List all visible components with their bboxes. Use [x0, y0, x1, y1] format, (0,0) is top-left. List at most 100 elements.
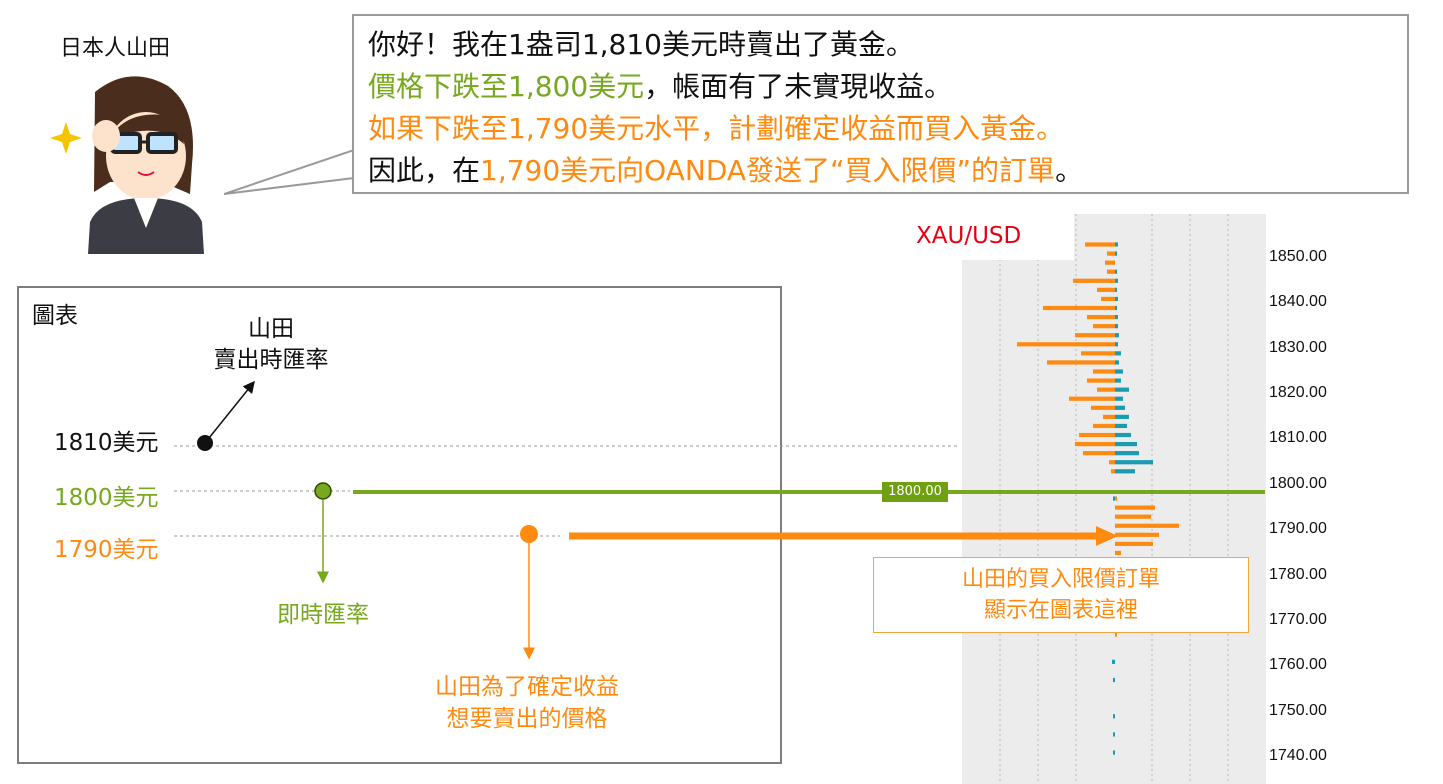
level-1800-label: 1800美元 [54, 485, 159, 511]
speaker-name: 日本人山田 [60, 36, 171, 61]
level-1810-label: 1810美元 [54, 430, 159, 456]
orderbook-bar-right [1115, 514, 1151, 519]
orderbook-title: XAU/USD [916, 223, 1022, 249]
orderbook-bar-right [1115, 523, 1179, 528]
spot-rate-dot [314, 482, 332, 500]
orderbook-bar-right [1115, 541, 1153, 546]
orderbook-bar-right [1115, 251, 1117, 256]
orderbook-bar-left [1093, 423, 1115, 429]
callout-line1: 山田的買入限價訂單 [961, 567, 1160, 592]
sell-rate-arrow [204, 380, 255, 444]
target-price-dot [520, 525, 538, 543]
orderbook-bar-right [1115, 505, 1155, 510]
orderbook-bar-right [1115, 469, 1135, 474]
price-tick: 1850.00 [1269, 248, 1327, 265]
orderbook-bar-right [1115, 441, 1137, 447]
orderbook-bar-left [1073, 278, 1115, 283]
orderbook-histogram [1017, 242, 1179, 755]
orderbook-bar-left [1113, 714, 1115, 719]
orderbook-bar-left [1112, 659, 1115, 664]
orderbook-bar-right [1115, 387, 1129, 392]
sell-rate-label: 山田 賣出時匯率 [186, 314, 356, 376]
orderbook-bar-right [1115, 342, 1118, 347]
orderbook-bar-left [1109, 460, 1115, 465]
orderbook-bar-left [1087, 314, 1115, 320]
price-tick: 1770.00 [1269, 610, 1327, 628]
current-price-tag: 1800.00 [882, 482, 948, 502]
orderbook-bar-right [1115, 414, 1129, 419]
orderbook-title-mask [962, 214, 1074, 260]
speaker-avatar [50, 76, 204, 254]
target-price-label-line2: 想要賣出的價格 [446, 706, 608, 732]
buy-limit-arrowhead [1096, 526, 1118, 546]
orderbook-bar-left [1113, 750, 1115, 755]
orderbook-bar-left [1085, 242, 1115, 247]
orderbook-bar-left [1113, 496, 1115, 501]
orderbook-bar-right [1115, 351, 1121, 356]
bubble-line-4-highlight: 1,790美元向OANDA發送了“買入限價”的訂單 [480, 154, 1056, 187]
price-tick: 1760.00 [1269, 656, 1327, 674]
orderbook-bar-right [1115, 305, 1117, 311]
bubble-line-4-start: 因此，在 [368, 154, 481, 187]
orderbook-bar-right [1115, 405, 1125, 410]
level-1790-label: 1790美元 [54, 537, 159, 563]
orderbook-bar-left [1043, 305, 1115, 311]
bubble-line-2-highlight: 價格下跌至1,800美元 [368, 70, 645, 103]
buy-limit-callout: 山田的買入限價訂單 顯示在圖表這裡 [873, 557, 1249, 633]
speech-bubble: 你好！我在1盎司1,810美元時賣出了黃金。 價格下跌至1,800美元，帳面有了… [352, 14, 1409, 194]
price-tick: 1830.00 [1269, 338, 1327, 356]
orderbook-bar-right [1115, 324, 1118, 329]
orderbook-bar-left [1083, 451, 1115, 456]
orderbook-bar-right [1115, 460, 1153, 465]
chart-title: 圖表 [32, 303, 78, 329]
target-price-label: 山田為了確定收益 想要賣出的價格 [400, 671, 654, 735]
price-tick: 1800.00 [1269, 474, 1327, 492]
bubble-line-4-end: 。 [1055, 154, 1084, 187]
orderbook-bar-right [1115, 369, 1123, 374]
price-tick: 1810.00 [1269, 429, 1327, 447]
price-tick: 1750.00 [1269, 701, 1327, 719]
orderbook-bar-left [1107, 269, 1115, 274]
orderbook-bar-left [1047, 360, 1115, 365]
callout-line2: 顯示在圖表這裡 [983, 598, 1138, 623]
orderbook-bar-right [1115, 360, 1119, 365]
orderbook-bar-left [1097, 287, 1115, 292]
orderbook-bar-left [1113, 677, 1115, 683]
orderbook-bar-right [1115, 532, 1159, 537]
orderbook-bar-right [1115, 496, 1117, 501]
price-tick: 1790.00 [1269, 520, 1327, 538]
orderbook-bar-right [1115, 632, 1117, 637]
sell-rate-label-line1: 山田 [248, 316, 294, 342]
orderbook-bar-left [1093, 369, 1115, 374]
orderbook-bar-left [1017, 342, 1115, 347]
orderbook-bar-right [1115, 242, 1118, 247]
orderbook-bar-right [1115, 396, 1123, 401]
orderbook-bar-left [1079, 432, 1115, 438]
price-tick: 1780.00 [1269, 565, 1327, 583]
orderbook-bar-left [1097, 387, 1115, 392]
orderbook-bar-left [1113, 732, 1115, 737]
sell-rate-label-line2: 賣出時匯率 [213, 347, 329, 373]
orderbook-bar-left [1101, 296, 1115, 302]
orderbook-bar-left [1075, 333, 1115, 338]
orderbook-bar-left [1091, 405, 1115, 410]
orderbook-bar-right [1115, 287, 1117, 292]
price-tick: 1740.00 [1269, 747, 1327, 764]
orderbook-bar-right [1115, 432, 1131, 438]
orderbook-bar-right [1115, 269, 1117, 274]
orderbook-bar-left [1087, 378, 1115, 383]
bubble-line-4: 因此，在1,790美元向OANDA發送了“買入限價”的訂單。 [368, 150, 1407, 192]
orderbook-bar-left [1069, 396, 1115, 401]
target-price-label-line1: 山田為了確定收益 [435, 674, 619, 700]
orderbook-bar-left [1111, 469, 1115, 474]
orderbook-bar-left [1093, 324, 1115, 329]
orderbook-bar-right [1115, 451, 1139, 456]
orderbook-bar-right [1115, 423, 1127, 429]
orderbook-bar-right [1115, 314, 1118, 320]
bubble-line-1: 你好！我在1盎司1,810美元時賣出了黃金。 [368, 28, 914, 61]
spot-rate-label: 即時匯率 [277, 602, 369, 628]
bubble-line-2-rest: ，帳面有了未實現收益。 [644, 70, 953, 103]
sell-rate-dot [197, 435, 213, 451]
orderbook-bar-right [1115, 550, 1121, 556]
